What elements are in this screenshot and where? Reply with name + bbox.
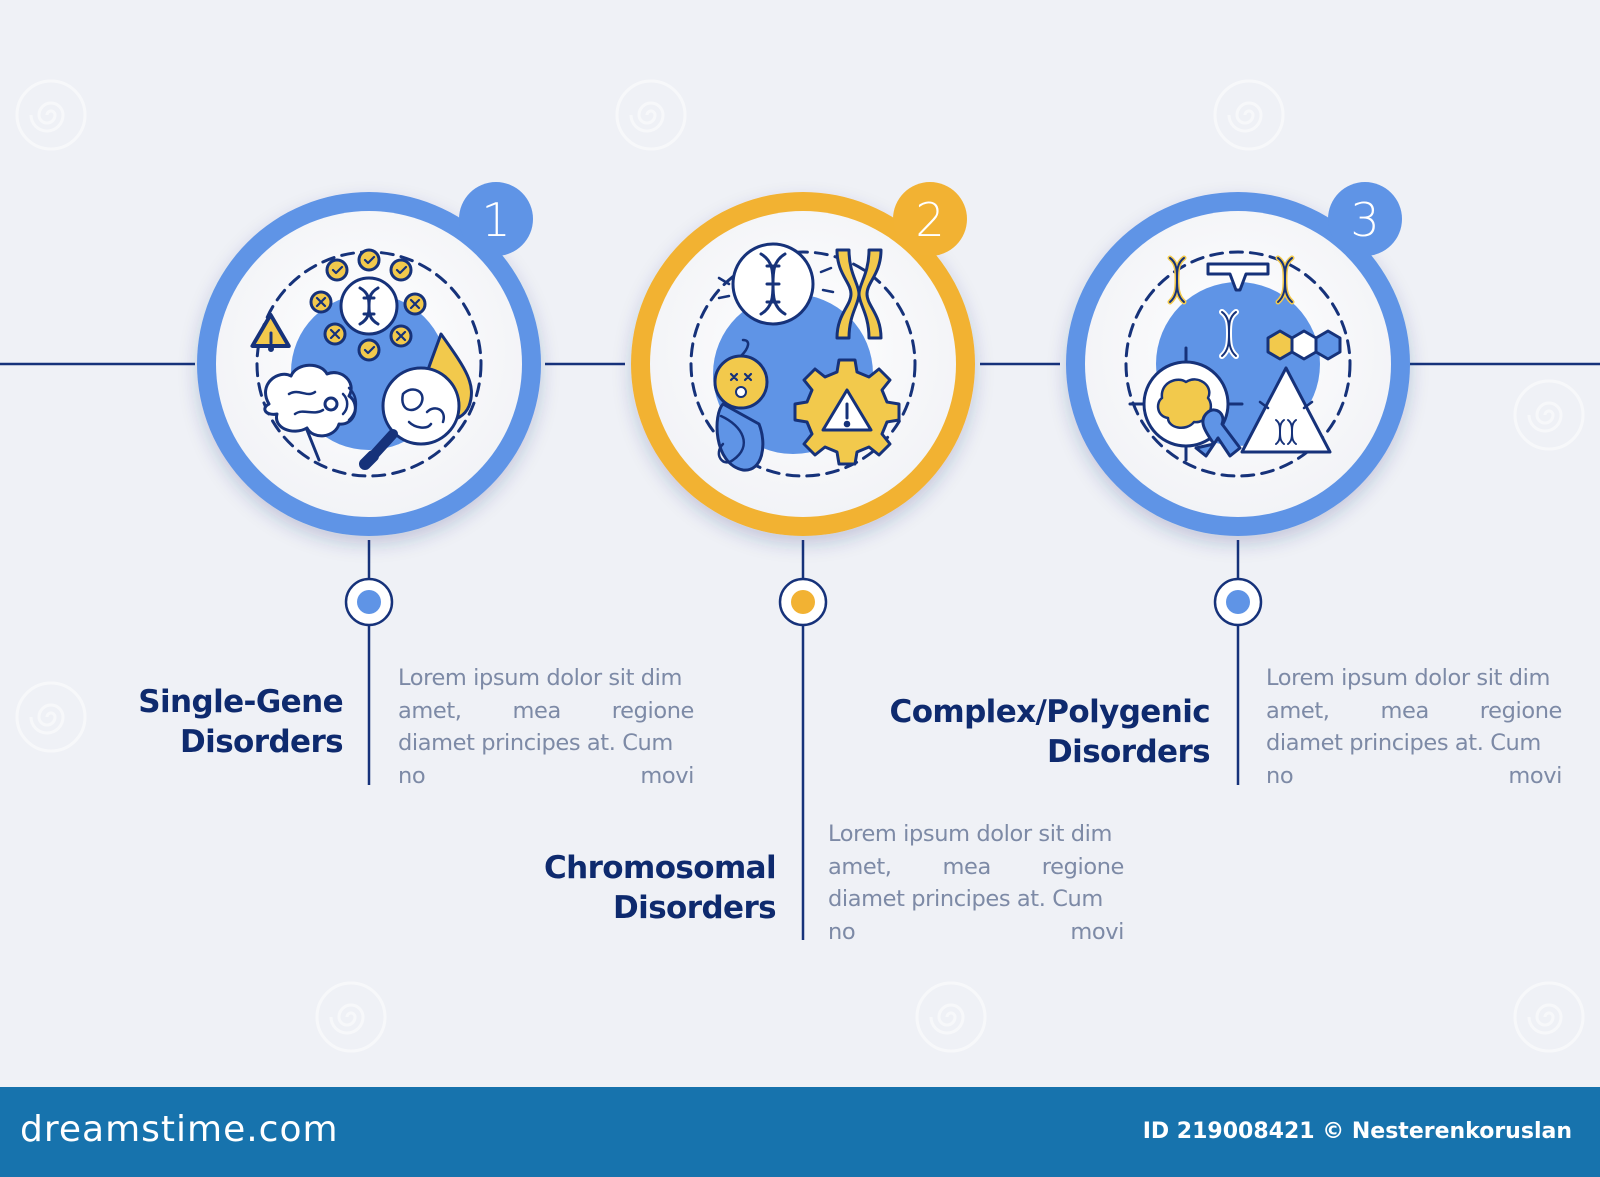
funnel-icon <box>1206 262 1270 292</box>
step-number-3: 3 <box>1350 193 1379 247</box>
step-marker-1 <box>344 577 394 627</box>
watermark-logo <box>1513 981 1585 1053</box>
ribbon-icon <box>1194 408 1242 458</box>
title-line: Disorders <box>1047 734 1211 770</box>
watermark-logo <box>15 681 87 753</box>
magnifier-icon <box>359 366 461 470</box>
title-line: Single-Gene <box>138 684 343 720</box>
step-title-1: Single-Gene Disorders <box>138 682 343 762</box>
dna-icon <box>717 242 835 326</box>
watermark-logo <box>15 79 87 151</box>
single-gene-illustration <box>250 248 483 478</box>
watermark-logo <box>315 981 387 1053</box>
desc-line: Lorem ipsum dolor sit dim <box>398 665 683 691</box>
desc-line: diamet principes at. Cum <box>828 886 1103 912</box>
dna-icon <box>1167 255 1295 359</box>
brain-icon <box>263 363 358 462</box>
step-title-3: Complex/Polygenic Disorders <box>889 692 1211 772</box>
step-title-2: Chromosomal Disorders <box>543 848 777 928</box>
gene-check-nodes <box>309 248 427 362</box>
footer-bar: dreamstime.com ID 219008421 © Nesterenko… <box>0 1087 1600 1177</box>
vertical-connectors <box>367 540 1240 940</box>
timeline-diagram: 1 2 3 <box>0 182 1600 940</box>
step-marker-2 <box>778 577 828 627</box>
desc-line: Lorem ipsum dolor sit dim <box>1266 665 1551 691</box>
step-number-2: 2 <box>915 193 944 247</box>
brand-logo[interactable]: dreamstime.com <box>20 1109 339 1150</box>
chromosomal-illustration <box>689 242 917 478</box>
chromosome-icon <box>835 248 883 340</box>
gear-warning-icon <box>793 358 901 466</box>
baby-icon <box>713 338 769 472</box>
desc-line: diamet principes at. Cum <box>1266 730 1541 756</box>
title-line: Chromosomal <box>543 850 777 886</box>
molecule-icon <box>1266 329 1342 361</box>
step-marker-3 <box>1213 577 1263 627</box>
title-line: Complex/Polygenic <box>889 694 1211 730</box>
stock-id: ID 219008421 © Nesterenkoruslan <box>1142 1119 1572 1144</box>
title-line: Disorders <box>180 724 344 760</box>
hazard-triangle-icon <box>1240 366 1332 454</box>
desc-line: diamet principes at. Cum <box>398 730 673 756</box>
step-number-1: 1 <box>481 193 510 247</box>
watermark-logo <box>1513 379 1585 451</box>
desc-line: Lorem ipsum dolor sit dim <box>828 821 1113 847</box>
watermark-logo <box>915 981 987 1053</box>
warning-icon <box>250 312 291 352</box>
watermark-logo <box>615 79 687 151</box>
dna-icon <box>339 276 399 336</box>
watermark-logo <box>1213 79 1285 151</box>
polygenic-illustration <box>1124 250 1352 478</box>
title-line: Disorders <box>613 890 777 926</box>
